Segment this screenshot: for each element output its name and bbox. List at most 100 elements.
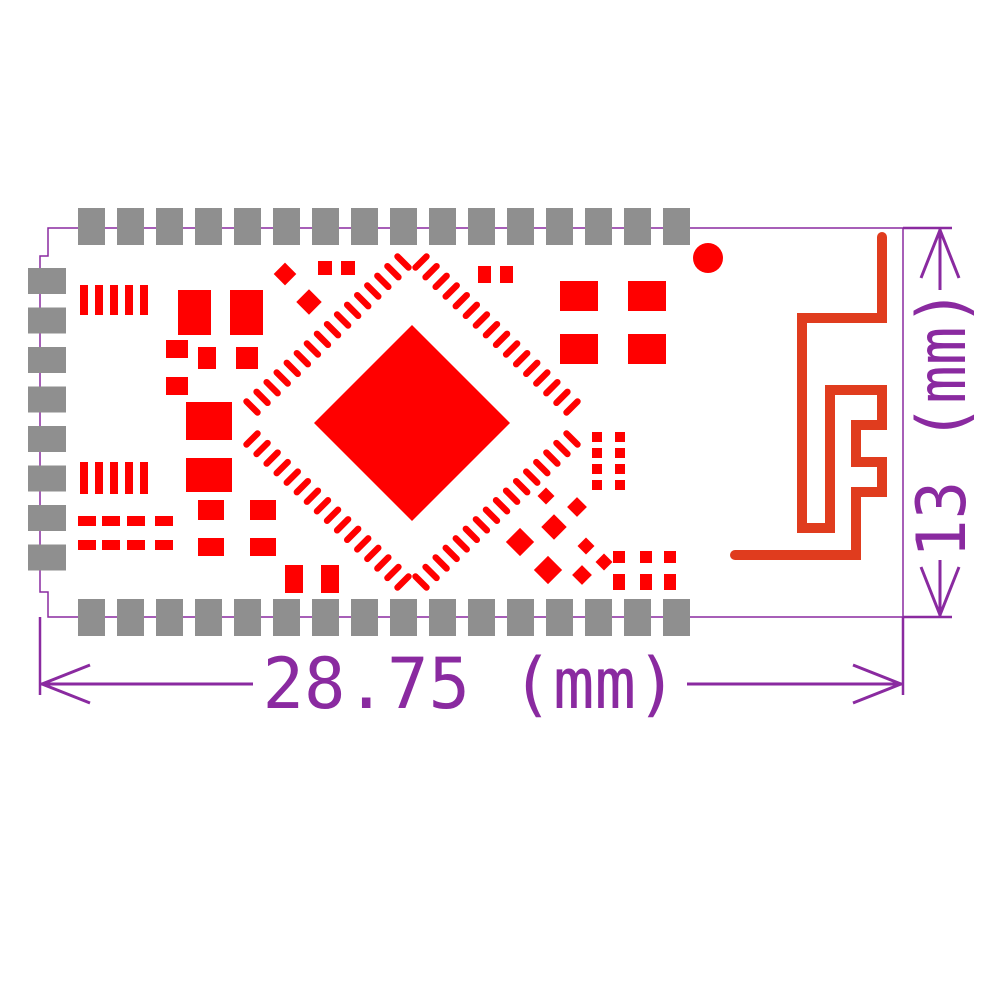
ic-pin <box>543 449 561 467</box>
smd-pad <box>230 290 263 335</box>
smd-pad <box>592 432 602 442</box>
ic-pin <box>533 458 551 477</box>
ic-pin <box>323 506 342 524</box>
ic-pin <box>263 378 281 397</box>
pin1-marker <box>693 243 723 273</box>
smd-pad <box>560 281 598 311</box>
ic-pin <box>502 487 521 505</box>
smd-pad <box>577 537 595 555</box>
height-dimension-label: 13 (mm) <box>903 288 982 558</box>
ic-pin <box>253 388 271 407</box>
top-pad <box>546 208 573 245</box>
bottom-pad <box>624 599 651 636</box>
ic-pin <box>283 468 301 486</box>
ic-pin <box>313 497 332 515</box>
ic-pin <box>273 458 291 477</box>
ic-pin <box>313 330 332 349</box>
main-ic <box>243 253 581 591</box>
smd-pad <box>615 432 625 442</box>
height-dimension: 13 (mm) <box>903 226 982 619</box>
ic-pin <box>394 573 412 591</box>
top-pad <box>351 208 378 245</box>
bottom-pad <box>546 599 573 636</box>
smd-pad <box>567 497 587 517</box>
ic-pin <box>364 282 382 300</box>
smd-pad <box>592 448 602 458</box>
width-dimension-label: 28.75 (mm) <box>263 643 678 725</box>
ic-pin <box>563 430 581 448</box>
top-pad <box>663 208 690 245</box>
smd-pad <box>537 487 555 505</box>
bottom-pad <box>195 599 222 636</box>
ic-pin <box>523 359 541 378</box>
ic-pin <box>432 554 450 572</box>
smd-pad <box>628 281 666 311</box>
smd-pad <box>505 527 535 557</box>
ic-pin <box>374 272 392 291</box>
bottom-pad <box>312 599 339 636</box>
ic-pin <box>333 516 352 534</box>
top-pad <box>78 208 105 245</box>
smd-pad <box>140 462 148 494</box>
ic-pin <box>343 525 362 544</box>
left-pad <box>28 426 66 452</box>
top-pad <box>585 208 612 245</box>
ic-pin <box>472 516 491 534</box>
ic-pin <box>293 477 312 496</box>
top-pad <box>195 208 222 245</box>
top-pad <box>429 208 456 245</box>
top-pad <box>273 208 300 245</box>
left-pad <box>28 465 66 492</box>
smd-pad <box>478 266 491 283</box>
ic-pin <box>412 253 430 271</box>
smd-pad <box>592 464 602 474</box>
smd-pad <box>592 480 602 490</box>
width-dimension: 28.75 (mm) <box>38 617 905 725</box>
bottom-pad <box>351 599 378 636</box>
smd-pad <box>102 540 120 550</box>
smd-pad <box>341 261 355 275</box>
smd-pad <box>285 565 303 593</box>
ic-pin <box>462 301 481 320</box>
bottom-pad <box>273 599 300 636</box>
width-arrow-left <box>40 663 91 705</box>
top-pad <box>117 208 144 245</box>
smd-pad <box>615 448 625 458</box>
smd-pad <box>155 516 173 526</box>
ic-pin <box>323 320 342 339</box>
ic-pin <box>452 291 470 310</box>
height-arrow-bottom <box>919 566 961 617</box>
smd-pad <box>186 458 232 492</box>
top-pad <box>156 208 183 245</box>
ic-pin <box>283 359 301 378</box>
ic-pin <box>482 506 501 524</box>
ic-pin <box>263 449 281 467</box>
smd-components <box>78 261 676 593</box>
ic-pin <box>343 301 362 320</box>
ic-pin <box>364 544 382 563</box>
smd-pad <box>80 285 88 315</box>
smd-pad <box>500 266 513 283</box>
smd-pad <box>321 565 339 593</box>
ic-pins <box>243 253 581 591</box>
bottom-pad <box>429 599 456 636</box>
antenna-trace <box>730 232 887 560</box>
ic-pin <box>502 340 521 358</box>
top-pad <box>312 208 339 245</box>
smd-pad <box>533 555 563 585</box>
height-arrow-top <box>919 228 961 279</box>
bottom-pad <box>585 599 612 636</box>
smd-pad <box>166 377 188 395</box>
smd-pad <box>628 334 666 364</box>
ic-pin <box>533 369 551 387</box>
smd-pad <box>198 500 224 520</box>
ic-pin <box>354 535 372 553</box>
ic-pin <box>452 535 470 553</box>
smd-pad <box>615 480 625 490</box>
smd-pad <box>110 285 118 315</box>
smd-pad <box>198 347 216 369</box>
ic-pin <box>512 477 531 496</box>
ic-pin <box>303 340 322 358</box>
bottom-pad <box>234 599 261 636</box>
